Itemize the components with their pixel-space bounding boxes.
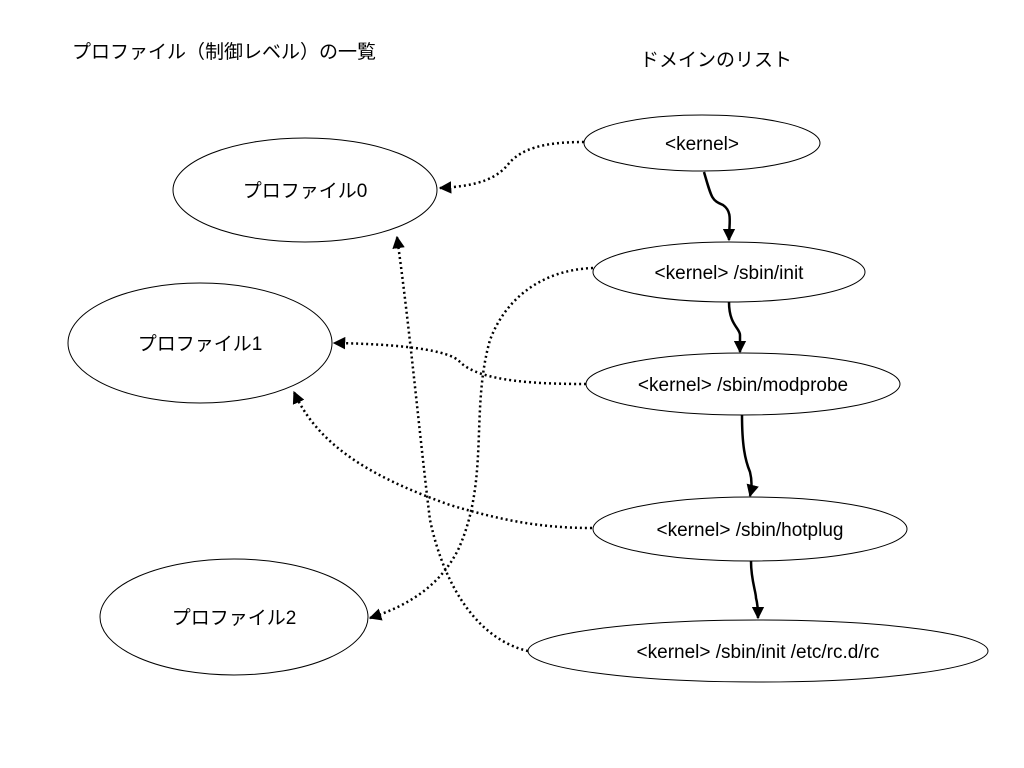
profile-label: プロファイル0 <box>243 180 368 202</box>
domain-label: <kernel> /sbin/hotplug <box>657 520 844 541</box>
profile-assignment-arrow <box>438 140 585 194</box>
domain-label: <kernel> /sbin/modprobe <box>638 375 848 396</box>
domains-heading: ドメインのリスト <box>640 49 792 71</box>
transition-arrow <box>740 414 759 498</box>
domain-node-0: <kernel> <box>583 114 821 172</box>
domain-node-1: <kernel> /sbin/init <box>592 241 866 303</box>
transition-arrow <box>749 560 765 620</box>
domain-node-4: <kernel> /sbin/init /etc/rc.d/rc <box>527 619 989 683</box>
profile-assignment-arrow <box>392 235 529 653</box>
profiles-heading: プロファイル（制御レベル）の一覧 <box>72 41 376 63</box>
domain-node-2: <kernel> /sbin/modprobe <box>585 352 901 416</box>
profile-node-0: プロファイル0 <box>172 137 438 243</box>
domain-label: <kernel> /sbin/init /etc/rc.d/rc <box>637 642 880 663</box>
domain-label: <kernel> <box>665 134 739 155</box>
profile-assignment-arrow <box>368 266 594 621</box>
domain-node-3: <kernel> /sbin/hotplug <box>592 496 908 562</box>
profile-label: プロファイル1 <box>138 333 263 355</box>
domain-label: <kernel> /sbin/init <box>655 263 805 284</box>
transition-arrow <box>702 171 736 242</box>
profile-node-1: プロファイル1 <box>67 282 333 404</box>
profile-assignment-arrow <box>332 336 587 386</box>
profile-assignment-arrow <box>292 390 593 530</box>
transition-arrow <box>727 301 747 354</box>
profile-node-2: プロファイル2 <box>99 558 369 676</box>
profile-label: プロファイル2 <box>172 607 297 629</box>
